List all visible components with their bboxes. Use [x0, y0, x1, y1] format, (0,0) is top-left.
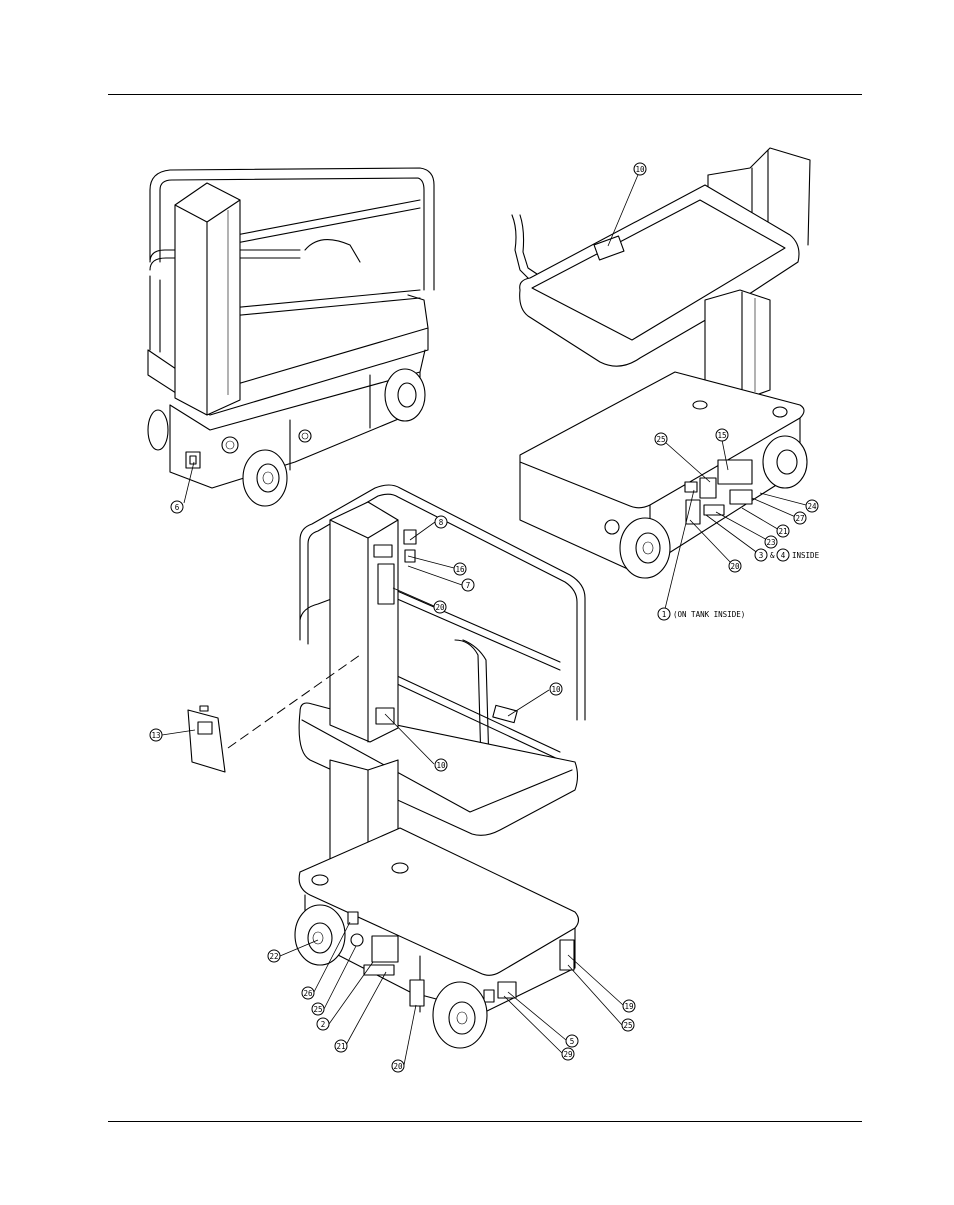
svg-text:16: 16	[455, 565, 465, 574]
callout-20-lower: 20	[392, 1060, 404, 1072]
callout-5: 5	[566, 1035, 578, 1047]
svg-text:1: 1	[662, 610, 667, 619]
svg-text:21: 21	[336, 1042, 345, 1051]
svg-text:25: 25	[313, 1005, 322, 1014]
svg-text:3: 3	[759, 551, 764, 560]
callout-15: 15	[716, 429, 728, 441]
note-ampersand: &	[770, 551, 775, 560]
svg-text:13: 13	[151, 731, 160, 740]
callout-13: 13	[150, 729, 162, 741]
svg-text:6: 6	[175, 503, 180, 512]
svg-text:25: 25	[656, 435, 665, 444]
callout-27: 27	[794, 512, 806, 524]
callout-3: 3	[755, 549, 767, 561]
side-view-machine	[512, 148, 810, 578]
svg-text:2: 2	[321, 1020, 326, 1029]
callout-10-right: 10	[550, 683, 562, 695]
svg-text:10: 10	[551, 685, 561, 694]
callout-26: 26	[302, 987, 314, 999]
note-on-tank-inside: (ON TANK INSIDE)	[673, 610, 745, 619]
callout-10-upper: 10	[634, 163, 646, 175]
svg-text:22: 22	[269, 952, 278, 961]
svg-text:20: 20	[730, 562, 740, 571]
svg-text:21: 21	[778, 527, 787, 536]
svg-text:25: 25	[623, 1021, 632, 1030]
callout-29: 29	[562, 1048, 574, 1060]
callout-4: 4	[777, 549, 789, 561]
callout-21-lower: 21	[335, 1040, 347, 1052]
svg-text:19: 19	[624, 1002, 633, 1011]
svg-text:8: 8	[439, 518, 444, 527]
svg-text:7: 7	[466, 581, 471, 590]
callout-7: 7	[462, 579, 474, 591]
callout-20-mid: 20	[434, 601, 446, 613]
svg-text:20: 20	[393, 1062, 403, 1071]
callout-16: 16	[454, 563, 466, 575]
callout-1: 1	[658, 608, 670, 620]
svg-text:4: 4	[781, 551, 786, 560]
callout-2: 2	[317, 1018, 329, 1030]
note-inside: INSIDE	[792, 551, 820, 560]
callout-22: 22	[268, 950, 280, 962]
callout-19: 19	[623, 1000, 635, 1012]
svg-text:29: 29	[563, 1050, 572, 1059]
rear-view-machine	[148, 168, 434, 506]
callout-24: 24	[806, 500, 818, 512]
svg-text:24: 24	[807, 502, 817, 511]
svg-text:5: 5	[570, 1037, 575, 1046]
svg-text:26: 26	[303, 989, 313, 998]
svg-text:27: 27	[795, 514, 804, 523]
callout-20-upper: 20	[729, 560, 741, 572]
svg-text:10: 10	[635, 165, 645, 174]
callout-25-lower-left: 25	[312, 1003, 324, 1015]
svg-text:15: 15	[717, 431, 726, 440]
callout-6: 6	[171, 501, 183, 513]
control-box	[188, 706, 225, 772]
svg-text:23: 23	[766, 538, 775, 547]
svg-text:10: 10	[436, 761, 446, 770]
svg-text:20: 20	[435, 603, 445, 612]
callout-21-upper: 21	[777, 525, 789, 537]
callout-25-upper: 25	[655, 433, 667, 445]
callout-23: 23	[765, 536, 777, 548]
callout-8: 8	[435, 516, 447, 528]
callout-25-lower-right: 25	[622, 1019, 634, 1031]
callout-10-mast: 10	[435, 759, 447, 771]
